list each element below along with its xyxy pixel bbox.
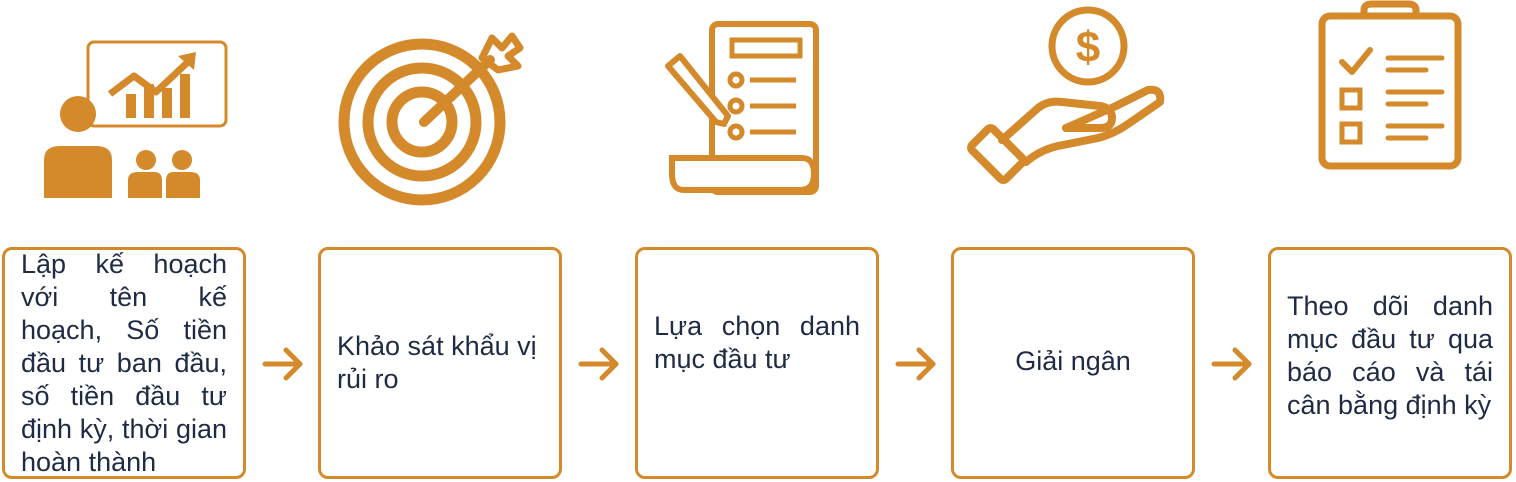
arrow-right-icon — [895, 346, 939, 382]
hand-dollar-coin-icon: $ — [948, 0, 1188, 210]
step-box-3: Lựa chọn danh mục đầu tư — [635, 247, 879, 479]
step-label-3: Lựa chọn danh mục đầu tư — [654, 311, 860, 374]
svg-text:$: $ — [1076, 23, 1100, 72]
arrow-right-icon — [262, 346, 306, 382]
document-checklist-pencil-icon — [632, 0, 872, 210]
step-label-5: Theo dõi danh mục đầu tư qua báo cáo và … — [1287, 291, 1493, 420]
presentation-growth-icon — [10, 0, 250, 210]
step-box-1: Lập kế hoạch với tên kế hoạch, Số tiền đ… — [2, 247, 246, 479]
step-box-4: Giải ngân — [951, 247, 1195, 479]
arrow-right-icon — [1211, 346, 1255, 382]
step-label-4: Giải ngân — [1015, 345, 1131, 376]
clipboard-checklist-icon — [1266, 0, 1506, 210]
step-label-1: Lập kế hoạch với tên kế hoạch, Số tiền đ… — [21, 248, 227, 477]
step-box-2: Khảo sát khẩu vị rủi ro — [318, 247, 562, 479]
target-arrow-icon — [316, 0, 556, 210]
step-box-5: Theo dõi danh mục đầu tư qua báo cáo và … — [1268, 247, 1512, 479]
step-label-2: Khảo sát khẩu vị rủi ro — [337, 331, 537, 394]
arrow-right-icon — [578, 346, 622, 382]
